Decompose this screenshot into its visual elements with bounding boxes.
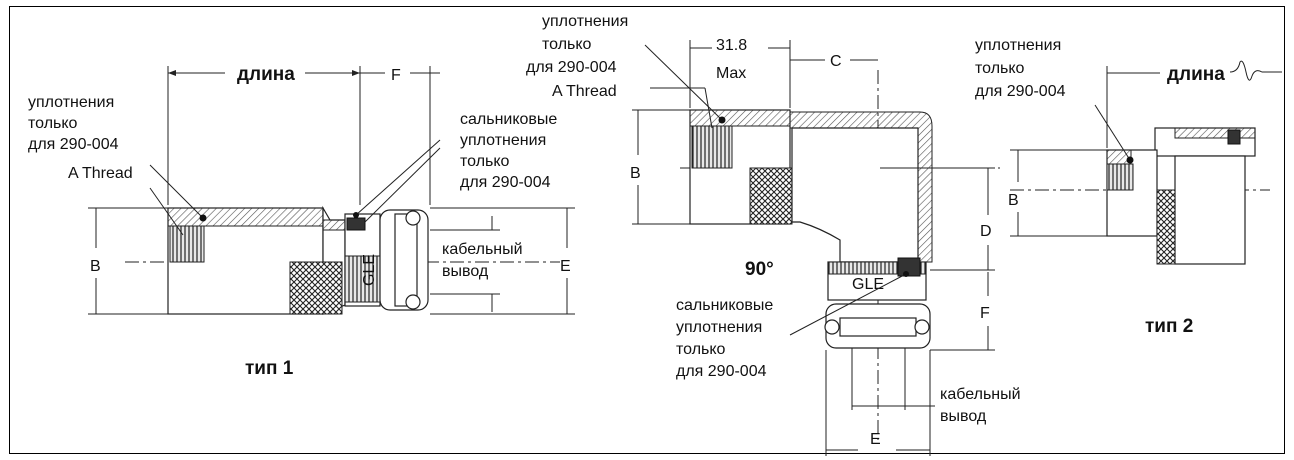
type1-f-label: F bbox=[391, 67, 401, 84]
angle-gle-mark: GLE bbox=[852, 276, 884, 293]
type2-seal-label-1: уплотнения bbox=[975, 37, 1061, 54]
type2-b-label: B bbox=[1008, 192, 1019, 209]
angle-gland-label-1: сальниковые bbox=[676, 297, 773, 314]
type1-e-label: E bbox=[560, 258, 571, 275]
type1-gland-label-1: сальниковые bbox=[460, 111, 557, 128]
type1-knurled-nut bbox=[289, 261, 343, 315]
type1-gle-mark: GLE bbox=[361, 254, 378, 286]
angle-label: 90° bbox=[745, 259, 774, 280]
angle-connector: GLE 31.8 Max C B D F bbox=[526, 13, 1021, 456]
type2-seal-label-3: для 290-004 bbox=[975, 83, 1066, 100]
angle-gland-label-3: только bbox=[676, 341, 726, 358]
type1-seal-label-1: уплотнения bbox=[28, 94, 114, 111]
type1-gland-label-3: только bbox=[460, 153, 510, 170]
type1-caption: тип 1 bbox=[245, 358, 294, 379]
angle-seal-label-3: для 290-004 bbox=[526, 59, 617, 76]
type1-length-label: длина bbox=[237, 64, 295, 85]
angle-gland-label-4: для 290-004 bbox=[676, 363, 767, 380]
type1-cable-label-2: вывод bbox=[442, 263, 489, 280]
type1-seal-label-2: только bbox=[28, 115, 78, 132]
angle-gland-label-2: уплотнения bbox=[676, 319, 762, 336]
type2-length-label: длина bbox=[1167, 64, 1225, 85]
angle-cable-label-1: кабельный bbox=[940, 386, 1021, 403]
type1-seal-label-3: для 290-004 bbox=[28, 136, 119, 153]
type1-gland-label-4: для 290-004 bbox=[460, 174, 551, 191]
angle-c-label: C bbox=[830, 53, 842, 70]
angle-cable-label-2: вывод bbox=[940, 408, 987, 425]
type1-gland-label-2: уплотнения bbox=[460, 132, 546, 149]
type1-connector: GLE длина F B E кабельный вывод bbox=[28, 64, 575, 379]
type1-b-label: B bbox=[90, 258, 101, 275]
angle-seal-label-1: уплотнения bbox=[542, 13, 628, 30]
angle-seal-label-2: только bbox=[542, 36, 592, 53]
type1-cable-label-1: кабельный bbox=[442, 241, 523, 258]
type2-caption: тип 2 bbox=[1145, 316, 1193, 337]
angle-dim-value: 31.8 bbox=[716, 37, 747, 54]
type2-seal-label-2: только bbox=[975, 60, 1025, 77]
angle-b-label: B bbox=[630, 165, 641, 182]
angle-d-label: D bbox=[980, 223, 992, 240]
angle-dim-max: Max bbox=[716, 65, 746, 82]
angle-e-label: E bbox=[870, 431, 881, 448]
type2-connector: B длина уплотнения только для 290-004 ти… bbox=[975, 37, 1282, 337]
angle-f-label: F bbox=[980, 305, 990, 322]
type1-a-thread-label: A Thread bbox=[68, 165, 133, 182]
angle-a-thread-label: A Thread bbox=[552, 83, 617, 100]
